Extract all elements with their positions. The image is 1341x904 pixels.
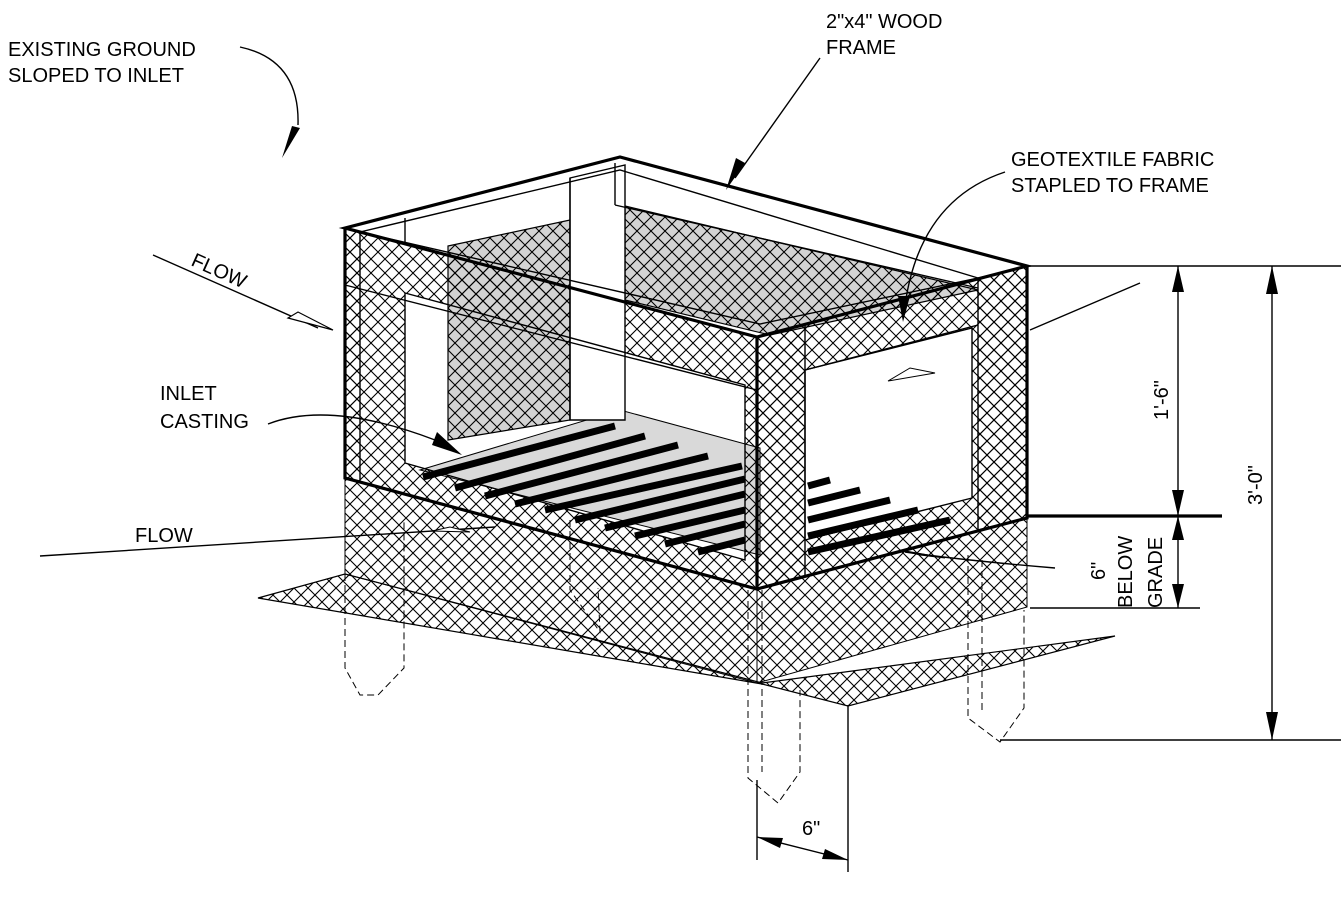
flow-label-bottom: FLOW [135,525,193,547]
side-wall-fabric [757,266,1027,589]
flow-label-top: FLOW [188,249,250,293]
below-grade-6-label: 6" [1088,562,1110,580]
inlet-casting-label-line2: CASTING [160,411,249,433]
corner-post-left [344,227,361,483]
inlet-casting-bars [422,422,951,556]
existing-ground-label-line2: SLOPED TO INLET [8,65,184,87]
below-grade-label-line2: GRADE [1145,537,1167,608]
geotextile-label-line1: GEOTEXTILE FABRIC [1011,149,1214,171]
inlet-casting-label-line1: INLET [160,383,217,405]
corner-post-right [977,265,1028,531]
back-post [569,164,626,421]
corner-post-front [756,324,806,590]
frame-inner-rim [359,169,979,325]
front-wall-fabric [345,228,757,589]
dimension-1-6: 1'-6" [1151,380,1173,420]
dimension-6-stake: 6" [802,818,820,840]
dimension-3-0: 3'-0" [1245,465,1267,505]
below-grade-label-line1: BELOW [1115,536,1137,608]
geotextile-label-line2: STAPLED TO FRAME [1011,175,1209,197]
wood-frame-label-line1: 2"x4" WOOD [826,11,942,33]
wood-frame-label-line2: FRAME [826,37,896,59]
stakes [344,520,1025,804]
existing-ground-label-line1: EXISTING GROUND [8,39,196,61]
